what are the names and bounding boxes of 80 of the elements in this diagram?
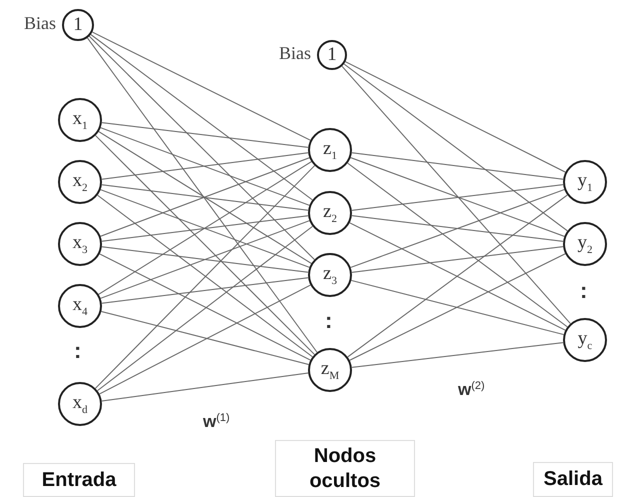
- neuron-label: x$_{1}$: [72, 108, 88, 132]
- neuron-circle: [308, 191, 352, 235]
- connection-line: [351, 184, 564, 211]
- connection-line: [101, 152, 309, 180]
- neuron-label: 1: [73, 14, 83, 36]
- weight-label: w$^{(2)}$: [458, 380, 485, 400]
- connection-line: [347, 162, 568, 328]
- connection-line: [97, 194, 313, 358]
- connection-line: [86, 37, 318, 353]
- connection-line: [351, 342, 564, 368]
- layer-title-panel: [23, 463, 135, 497]
- neuron-circle: [58, 222, 102, 266]
- connection-line: [350, 189, 565, 268]
- layer-title-panel: [275, 440, 415, 497]
- connection-line: [99, 284, 311, 394]
- neuron-label: x$_{d}$: [72, 392, 88, 416]
- connection-line: [351, 152, 564, 180]
- neuron-label: y$_{2}$: [578, 232, 592, 256]
- neuron-label: x$_{3}$: [72, 232, 88, 256]
- connection-line: [351, 215, 564, 242]
- neuron-circle: [308, 253, 352, 297]
- connection-line: [98, 131, 312, 264]
- connection-line: [100, 220, 310, 299]
- bias-label: Bias: [24, 13, 56, 34]
- neuron-circle: [308, 348, 352, 392]
- connection-line: [344, 63, 568, 232]
- ellipsis-dots: :: [74, 338, 82, 364]
- connection-line: [100, 310, 310, 366]
- connection-line: [101, 277, 309, 304]
- neuron-circle: [58, 98, 102, 142]
- neuron-label: z$_{1}$: [323, 138, 337, 162]
- neuron-label: y$_{1}$: [578, 170, 592, 194]
- layer-title: Entrada: [42, 468, 116, 492]
- connection-line: [98, 161, 312, 295]
- connection-line: [349, 253, 566, 361]
- neuron-label: 1: [327, 44, 337, 66]
- connection-line: [92, 32, 311, 141]
- connection-line: [101, 372, 309, 402]
- layer-title: Salida: [544, 467, 602, 492]
- connection-line: [341, 66, 571, 324]
- neuron-circle: [58, 160, 102, 204]
- neuron-circle: [563, 222, 607, 266]
- connection-line: [350, 280, 564, 336]
- connection-line: [101, 246, 309, 273]
- connection-line: [101, 184, 309, 211]
- neuron-label: z$_{2}$: [323, 201, 337, 225]
- connection-line: [90, 34, 313, 200]
- neuron-circle: [58, 284, 102, 328]
- connection-line: [351, 246, 564, 273]
- connection-line: [350, 157, 565, 237]
- neuron-label: x$_{2}$: [72, 170, 88, 194]
- connection-line: [101, 215, 309, 242]
- connection-line: [344, 61, 566, 173]
- neuron-circle: [62, 9, 94, 41]
- ellipsis-dots: :: [580, 278, 588, 304]
- connection-line: [347, 194, 568, 358]
- connection-line: [99, 253, 311, 361]
- neuron-label: z$_{M}$: [320, 358, 340, 382]
- neuron-label: y$_{c}$: [578, 328, 592, 352]
- layer-title-panel: [533, 462, 613, 497]
- neuron-circle: [308, 128, 352, 172]
- connection-line: [349, 222, 566, 331]
- neuron-label: x$_{4}$: [72, 294, 88, 318]
- neuron-label: z$_{3}$: [323, 263, 337, 287]
- neuron-circle: [563, 160, 607, 204]
- weight-label: w$^{(1)}$: [203, 412, 230, 432]
- neuron-circle: [58, 382, 102, 426]
- connection-line: [88, 36, 315, 260]
- bias-label: Bias: [278, 43, 311, 64]
- connection-line: [101, 122, 309, 148]
- connection-line: [100, 189, 310, 268]
- connection-line: [100, 157, 310, 237]
- connection-line: [96, 226, 314, 392]
- connection-line: [94, 165, 316, 389]
- layer-title: Nodos ocultos: [308, 444, 382, 494]
- connection-line: [100, 127, 310, 206]
- neuron-circle: [317, 40, 347, 70]
- connection-line: [95, 135, 315, 355]
- ellipsis-dots: :: [325, 308, 332, 334]
- neuron-circle: [563, 318, 607, 362]
